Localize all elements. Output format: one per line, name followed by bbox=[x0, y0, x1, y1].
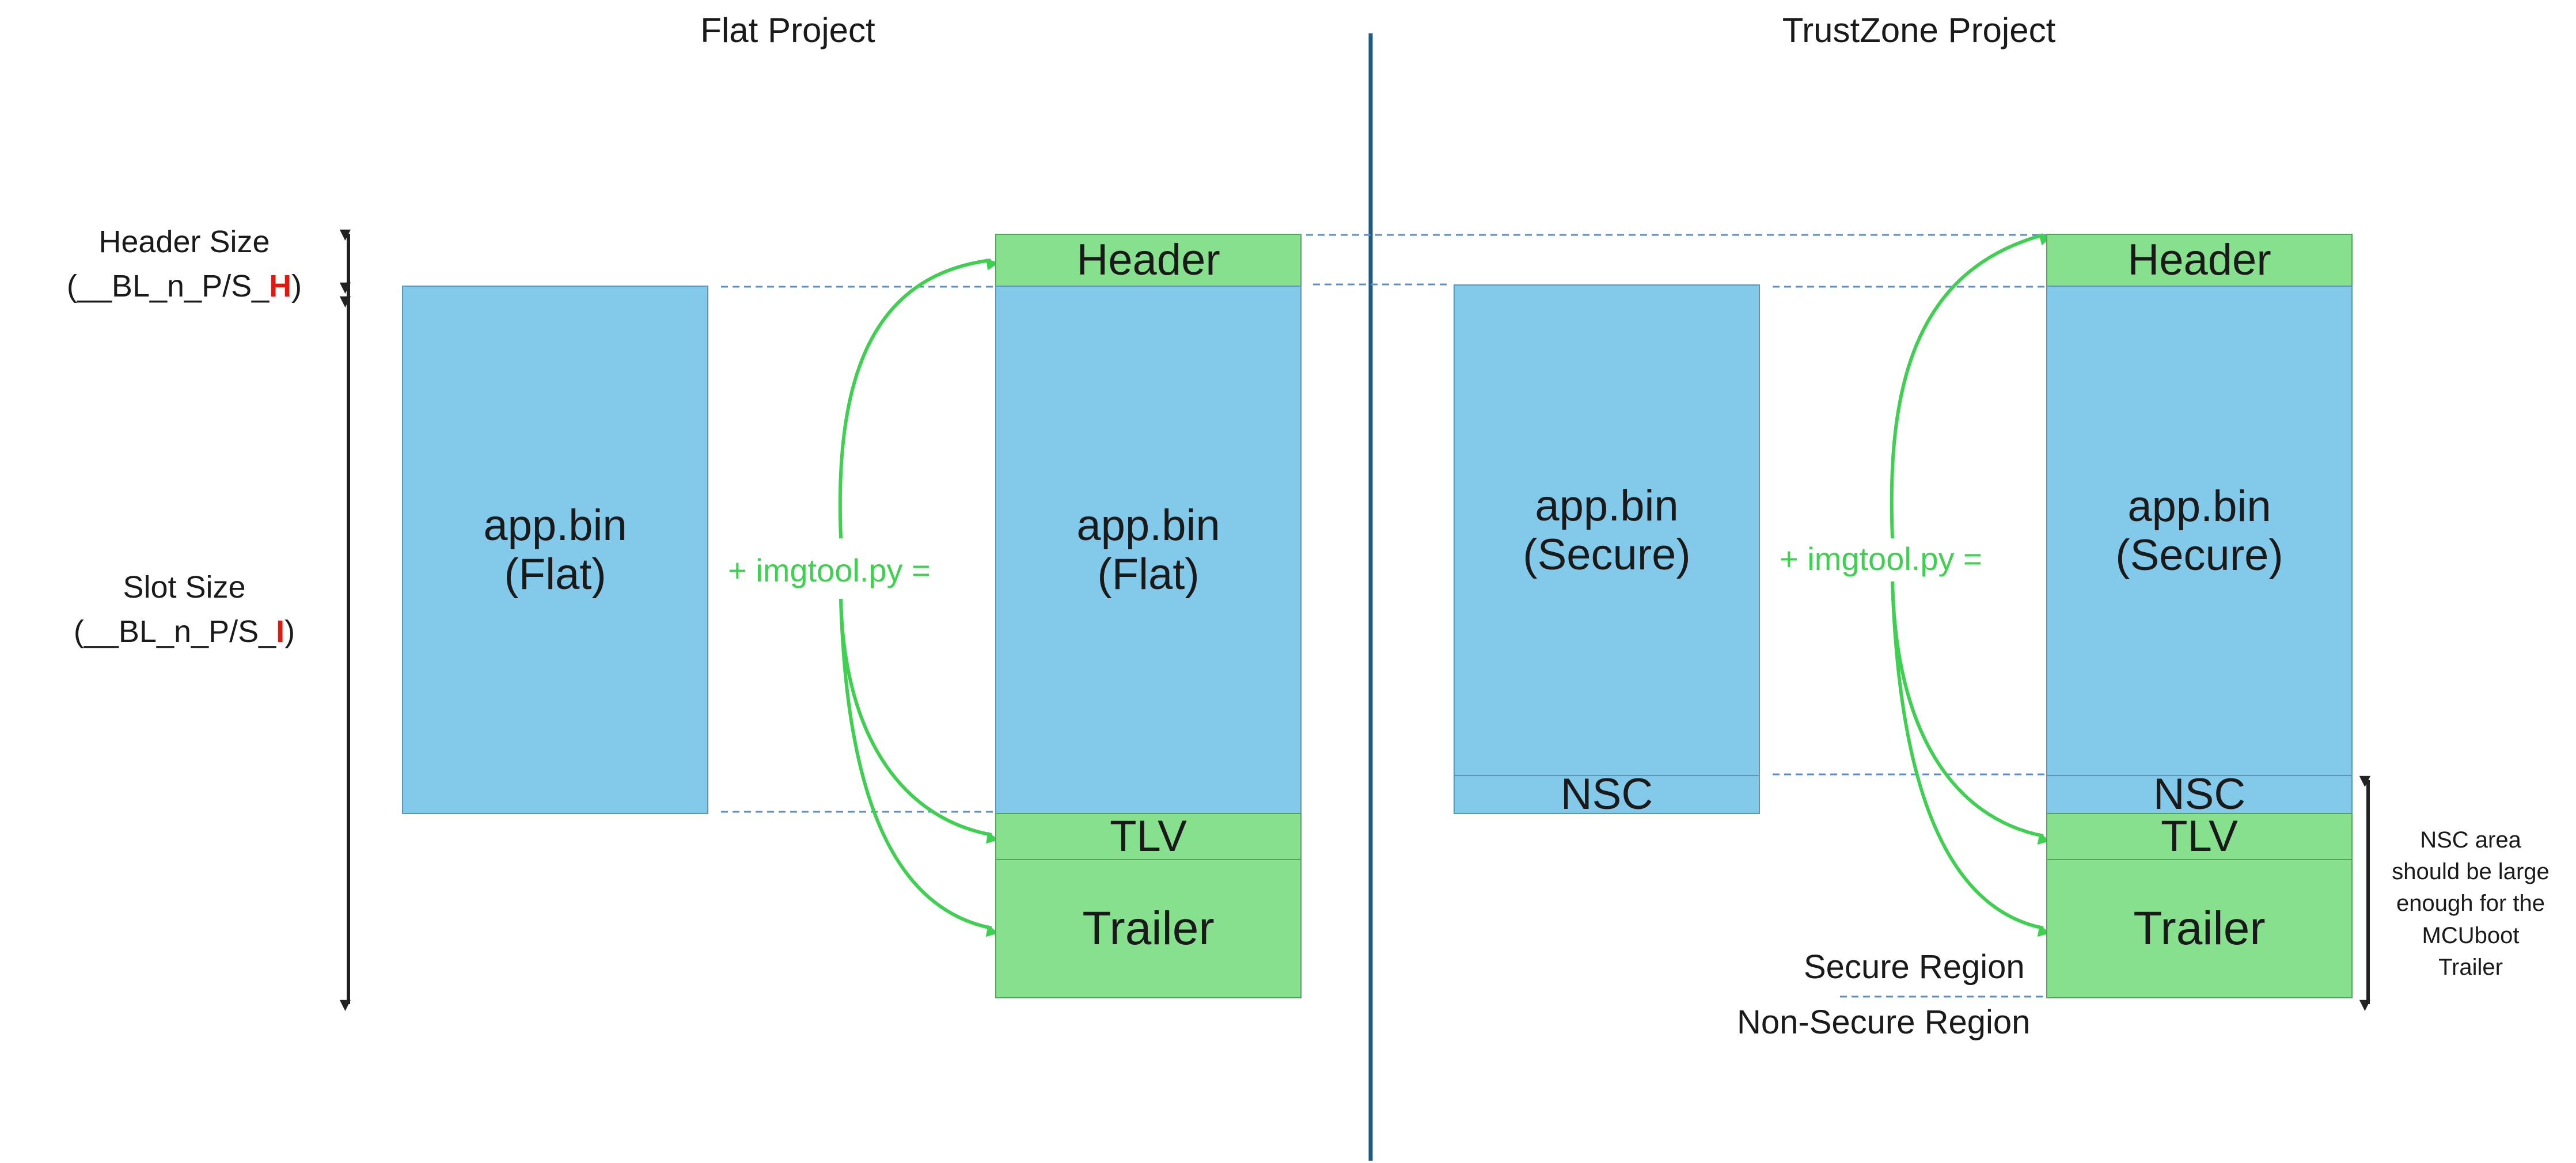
flat-source-line1: app.bin bbox=[483, 500, 627, 550]
trustzone-project-title: TrustZone Project bbox=[1782, 11, 2056, 50]
tz-result-trailer: Trailer bbox=[2046, 859, 2353, 998]
non-secure-region-label: Non-Secure Region bbox=[1737, 1004, 2031, 1041]
tz-result-tlv: TLV bbox=[2046, 812, 2353, 861]
slot-size-symbol: (__BL_n_P/S_I) bbox=[73, 614, 295, 649]
arrow-to-trailer-flat bbox=[839, 598, 999, 937]
arrow-to-header-flat bbox=[838, 258, 999, 539]
tz-source-line1: app.bin bbox=[1535, 481, 1679, 530]
flat-result-app-block: app.bin(Flat) bbox=[995, 286, 1302, 814]
tz-source-line2: (Secure) bbox=[1523, 530, 1691, 579]
tz-result-header: Header bbox=[2046, 234, 2353, 287]
header-size-title: Header Size bbox=[98, 225, 270, 259]
tz-result-app-block: app.bin(Secure) bbox=[2046, 286, 2353, 776]
arrow-to-tlv-tz bbox=[1891, 581, 2051, 845]
flat-project-title: Flat Project bbox=[700, 11, 875, 50]
secure-region-label: Secure Region bbox=[1804, 948, 2025, 986]
flat-result-trailer: Trailer bbox=[995, 859, 1302, 998]
tz-result-nsc: NSC bbox=[2046, 770, 2353, 819]
arrow-to-header-tz bbox=[1890, 233, 2052, 539]
arrow-to-tlv-flat bbox=[839, 598, 999, 844]
imgtool-arrows-flat bbox=[838, 258, 999, 937]
header-size-symbol: (__BL_n_P/S_H) bbox=[66, 268, 302, 303]
header-size-label: Header Size (__BL_n_P/S_H) bbox=[23, 220, 346, 308]
dimension-arrows bbox=[339, 229, 2370, 1012]
slot-size-title: Slot Size bbox=[123, 570, 246, 605]
dashed-guides bbox=[721, 234, 2047, 998]
flat-result-app-line2: (Flat) bbox=[1097, 550, 1200, 599]
tz-result-app-line1: app.bin bbox=[2127, 481, 2271, 531]
flat-result-tlv: TLV bbox=[995, 812, 1302, 861]
imgtool-arrows-tz bbox=[1890, 233, 2052, 937]
flat-imgtool-operator: + imgtool.py = bbox=[728, 552, 931, 588]
flat-source-line2: (Flat) bbox=[504, 550, 606, 599]
tz-source-nsc: NSC bbox=[1454, 770, 1760, 819]
slot-size-label: Slot Size (__BL_n_P/S_I) bbox=[23, 565, 346, 653]
tz-source-app-block: app.bin(Secure) bbox=[1454, 284, 1760, 776]
tz-imgtool-operator: + imgtool.py = bbox=[1780, 541, 1982, 577]
flat-result-app-line1: app.bin bbox=[1076, 500, 1220, 550]
nsc-area-note: NSC area should be large enough for the … bbox=[2392, 827, 2550, 980]
flat-source-app-block: app.bin(Flat) bbox=[402, 286, 708, 814]
tz-result-app-line2: (Secure) bbox=[2115, 531, 2283, 580]
flat-result-header: Header bbox=[995, 234, 1302, 287]
arrow-to-trailer-tz bbox=[1891, 581, 2051, 937]
